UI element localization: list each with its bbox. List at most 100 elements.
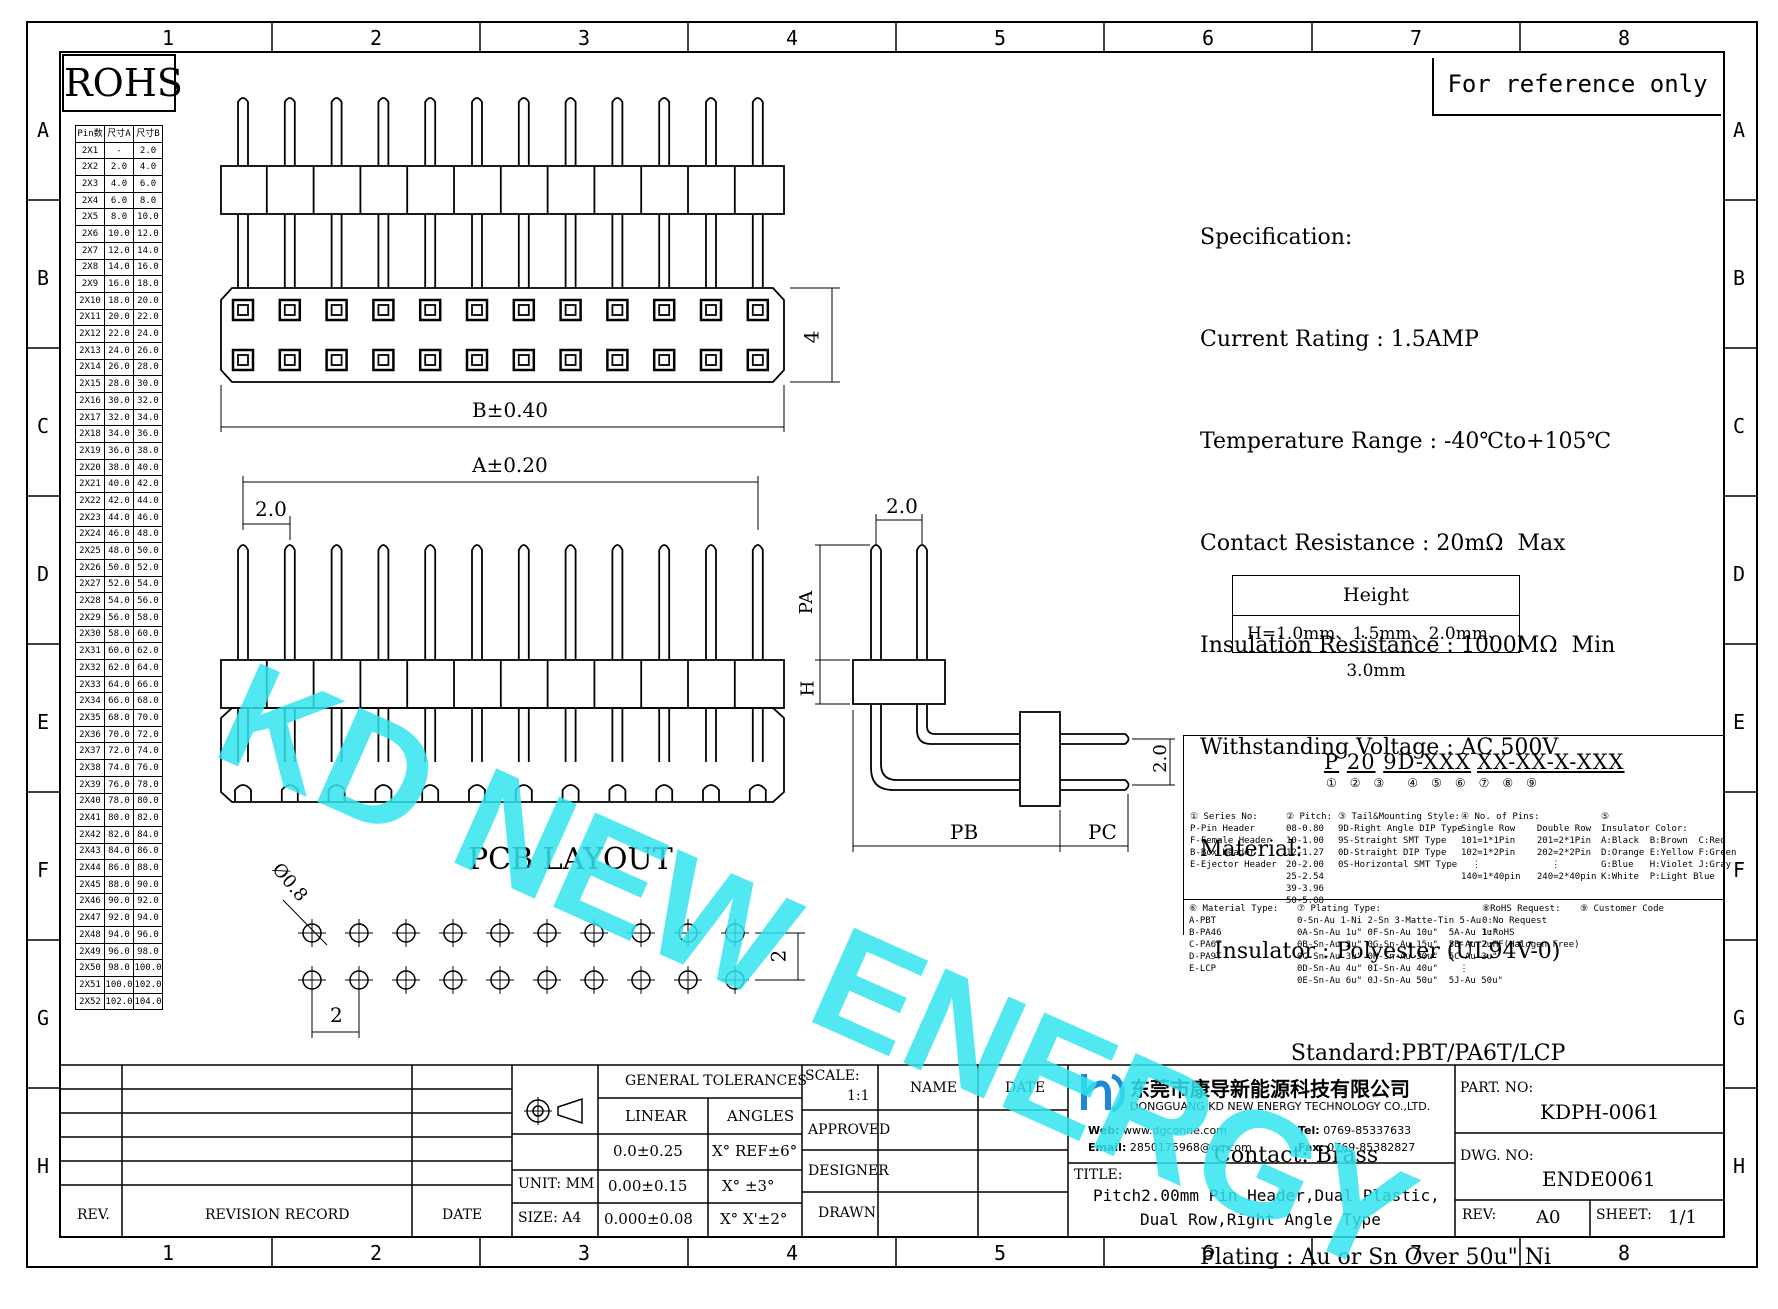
legend-customer: ⑨ Customer Code: [1580, 904, 1664, 914]
pin: [611, 97, 624, 166]
pin-cavity-inner: [564, 304, 577, 316]
pin-cavity: [559, 348, 582, 372]
pin-cavity-inner: [283, 304, 296, 316]
pin-cavity: [559, 298, 582, 322]
col-label: 4: [786, 26, 799, 50]
title-label: TITLE:: [1074, 1167, 1123, 1183]
part-no-value: KDPH-0061: [1540, 1100, 1660, 1124]
pin-cavity-inner: [658, 304, 671, 316]
pin-slot: [702, 784, 720, 802]
code-seg: XX-: [1515, 750, 1555, 774]
spec-line: Contact: Brass: [1200, 1143, 1379, 1168]
pin-table-cell: 90.0: [133, 875, 163, 894]
code-marker: ②: [1349, 776, 1374, 790]
web-value[interactable]: www.dgconne.com: [1122, 1124, 1227, 1137]
company-web: Web: www.dgconne.com: [1088, 1124, 1227, 1137]
pin: [237, 544, 249, 660]
pin: [471, 544, 483, 660]
row-label: D: [37, 562, 50, 586]
pin-table-cell: 16.0: [133, 258, 163, 277]
technical-drawing: [220, 97, 1175, 1038]
col-label: 1: [162, 1241, 175, 1265]
height-title: Height: [1233, 576, 1519, 616]
pin: [1060, 733, 1130, 745]
sheet-label: SHEET:: [1596, 1207, 1652, 1223]
pin-cavity-inner: [751, 354, 764, 366]
pin: [658, 97, 671, 166]
pin: [377, 544, 390, 660]
email-value[interactable]: 2850175968@qq.com: [1129, 1141, 1252, 1154]
pin-table-cell: 42.0: [133, 475, 163, 494]
row-label: F: [37, 858, 50, 882]
pin-cavity-inner: [658, 354, 671, 366]
sheet-value: 1/1: [1668, 1207, 1697, 1228]
code-seg: XXX: [1576, 750, 1625, 774]
pin-cavity: [606, 348, 629, 372]
pin-table-cell: 54.0: [133, 575, 163, 594]
pin-cavity-inner: [471, 304, 483, 316]
height-box: Height H=1.0mm、1.5mm、2.0mm、3.0mm: [1232, 575, 1520, 681]
pin-cavity-inner: [237, 354, 249, 366]
spec-line: Insulator : Polyester (UL94V-0): [1200, 939, 1561, 964]
pin-cavity: [372, 298, 395, 322]
size-label: SIZE: A4: [518, 1210, 582, 1226]
spec-line: Withstanding Voltage : AC 500V: [1200, 735, 1559, 760]
drawn-label: DRAWN: [818, 1205, 876, 1221]
row-label: A: [37, 118, 50, 142]
col-label: 2: [370, 1241, 383, 1265]
col-label: 3: [578, 26, 591, 50]
code-marker: ⑨: [1526, 776, 1550, 790]
legend-rohs: ⑧RoHS Request: 0:No Request 1:RoHS 2:HF(…: [1482, 904, 1580, 950]
pin-cavity-inner: [751, 304, 764, 316]
pin: [424, 97, 437, 166]
code-seg: 20: [1346, 750, 1376, 774]
insulator-body: [220, 165, 785, 215]
height-value: H=1.0mm、1.5mm、2.0mm、3.0mm: [1247, 624, 1505, 681]
pin-cavity: [652, 348, 676, 372]
row-label: C: [37, 414, 50, 438]
pin-slot: [468, 784, 486, 802]
rev-label: REV:: [1462, 1207, 1497, 1223]
code-marker: ④: [1407, 776, 1432, 790]
col-label: 6: [1202, 1241, 1215, 1265]
fax-value: 0769-85382827: [1327, 1141, 1416, 1154]
spec-line: Temperature Range : -40℃to+105℃: [1200, 429, 1612, 454]
pin: [471, 97, 483, 166]
pin: [1060, 779, 1130, 791]
pin: [424, 544, 437, 660]
pin-cavity-inner: [283, 354, 296, 366]
pin-cavity-inner: [517, 304, 530, 316]
rev-header: REV.: [77, 1207, 110, 1223]
code-marker: ⑦: [1478, 776, 1503, 790]
pin: [283, 544, 296, 660]
row-label: H: [37, 1154, 50, 1178]
company-email: Email: 2850175968@qq.com: [1088, 1141, 1252, 1154]
dim-b-tolerance: B±0.40: [472, 398, 548, 422]
scale-label: SCALE:: [805, 1068, 860, 1084]
approved-label: APPROVED: [808, 1122, 891, 1138]
pin-cavity: [418, 298, 442, 322]
pin-table-cell: 98.0: [133, 942, 163, 961]
pin: [705, 544, 717, 660]
pin-table-cell: 104.0: [133, 992, 163, 1011]
pin-table-cell: 60.0: [133, 625, 163, 644]
col-label: 1: [162, 26, 175, 50]
bent-pin: [870, 704, 1020, 791]
pin-cavity: [699, 298, 723, 322]
spec-line: Specification:: [1200, 225, 1353, 250]
pin: [611, 544, 624, 660]
dim-pb: PB: [950, 820, 979, 844]
legend-plating: ⑦ Plating Type: 0-Sn-Au 1-Ni 2-Sn 3-Matt…: [1297, 904, 1503, 986]
angles-header: ANGLES: [727, 1107, 795, 1125]
pin-table-cell: 76.0: [133, 759, 163, 777]
part-no-label: PART. NO:: [1460, 1080, 1534, 1096]
